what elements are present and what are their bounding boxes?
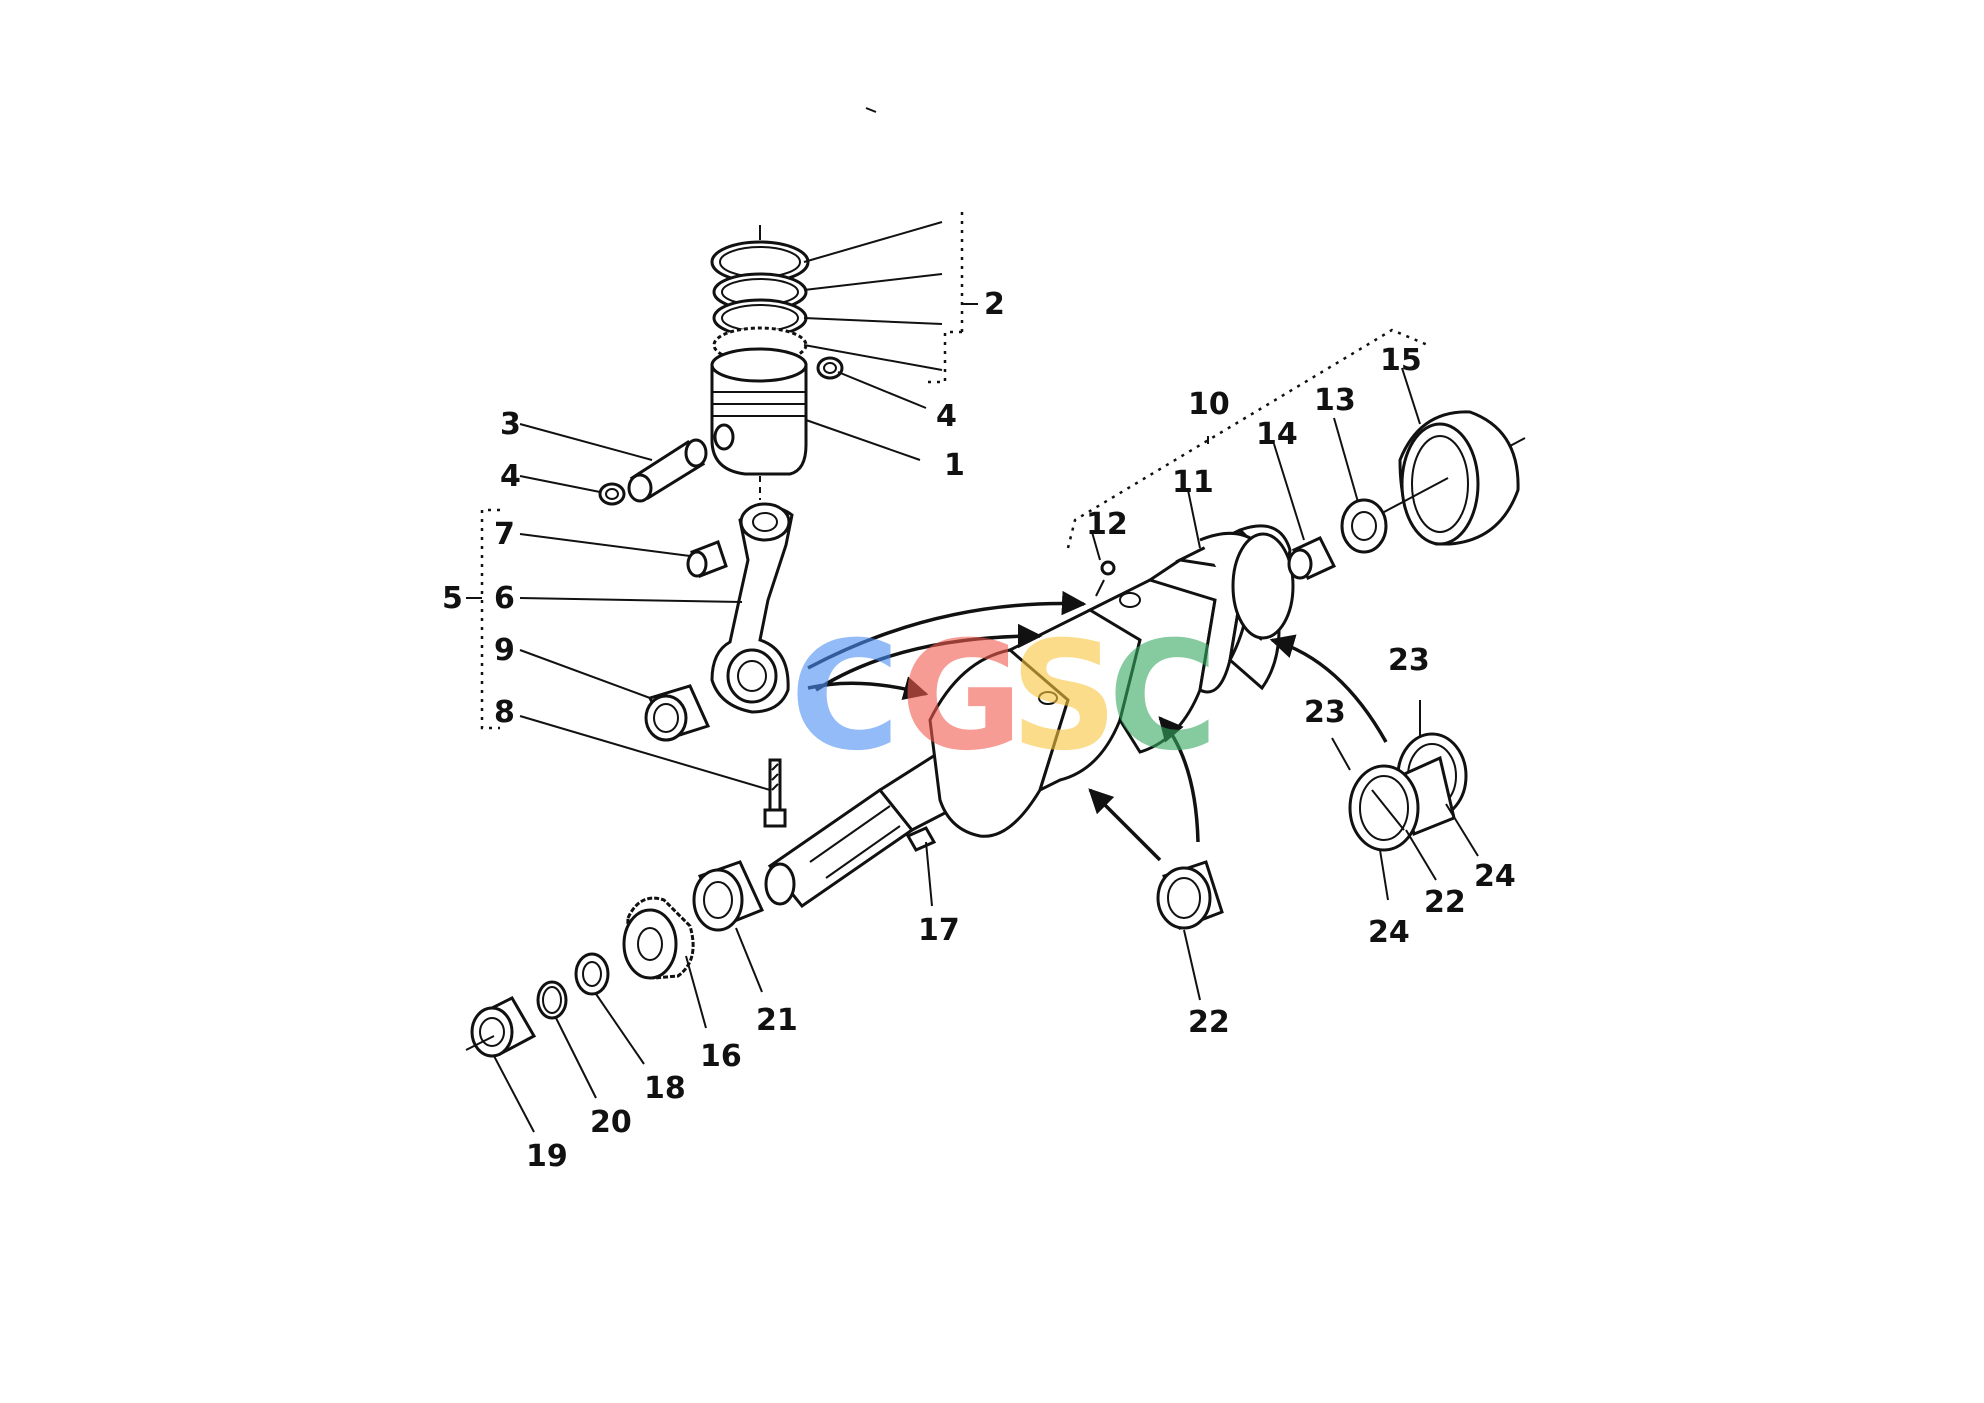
callout-2: 2 xyxy=(984,287,1005,322)
snap-ring-right xyxy=(816,356,844,380)
callout-10: 10 xyxy=(1188,387,1230,422)
crankshaft xyxy=(764,524,1295,909)
stray-mark xyxy=(865,107,877,113)
callout-24-right: 24 xyxy=(1474,859,1516,894)
callout-23-left: 23 xyxy=(1304,695,1346,730)
callout-24-left: 24 xyxy=(1368,915,1410,950)
callout-9: 9 xyxy=(494,633,515,668)
plug xyxy=(1095,560,1116,597)
piston-rings xyxy=(710,240,810,364)
rod-bolt xyxy=(763,758,787,828)
callout-11: 11 xyxy=(1172,465,1214,500)
rod-bearing xyxy=(644,684,711,742)
callout-5: 5 xyxy=(442,581,463,616)
callout-12: 12 xyxy=(1086,507,1128,542)
bracket-2 xyxy=(928,330,962,384)
callout-22-thrust: 22 xyxy=(1424,885,1466,920)
assembly-arrows xyxy=(807,590,1388,862)
snap-ring-left xyxy=(598,482,626,506)
thrust-washer xyxy=(574,952,610,996)
callout-17: 17 xyxy=(918,913,960,948)
callout-3: 3 xyxy=(500,407,521,442)
callout-14: 14 xyxy=(1256,417,1298,452)
watermark-letter-1: C xyxy=(790,610,900,784)
watermark-letter-2: G xyxy=(900,610,1023,784)
watermark-letter-3: S xyxy=(1010,610,1118,784)
crank-gear xyxy=(622,896,695,980)
front-sleeve xyxy=(465,996,537,1058)
key xyxy=(905,826,937,852)
callout-6: 6 xyxy=(494,581,515,616)
bracket-5 xyxy=(480,508,500,730)
callout-labels: 1 2 3 4 4 5 6 7 8 9 10 11 12 13 14 15 16… xyxy=(442,287,1516,1174)
callout-4-right: 4 xyxy=(936,399,957,434)
main-bearing-lower xyxy=(1156,860,1224,930)
retaining-ring xyxy=(536,980,568,1020)
callout-4-left: 4 xyxy=(500,459,521,494)
callout-23-right: 23 xyxy=(1388,643,1430,678)
front-main-bearing xyxy=(692,860,765,932)
callout-1: 1 xyxy=(944,448,965,483)
callout-21: 21 xyxy=(756,1003,798,1038)
piston xyxy=(710,347,808,476)
leader-lines xyxy=(493,221,1479,1133)
callout-16: 16 xyxy=(700,1039,742,1074)
callout-13: 13 xyxy=(1314,383,1356,418)
callout-22-lower: 22 xyxy=(1188,1005,1230,1040)
callout-8: 8 xyxy=(494,695,515,730)
thrust-bearing-assembly xyxy=(1348,732,1468,852)
dowel xyxy=(1287,536,1337,580)
crank-gear-small xyxy=(1340,498,1388,554)
callout-19: 19 xyxy=(526,1139,568,1174)
callout-18: 18 xyxy=(644,1071,686,1106)
watermark-letter-4: C xyxy=(1108,610,1218,784)
piston-pin xyxy=(627,438,708,503)
watermark-logo: C G S C xyxy=(790,610,1218,784)
connecting-rod xyxy=(710,502,794,714)
callout-20: 20 xyxy=(590,1105,632,1140)
callout-7: 7 xyxy=(494,517,515,552)
callout-15: 15 xyxy=(1380,343,1422,378)
rod-bushing xyxy=(686,540,728,578)
rear-bearing-housing xyxy=(1383,410,1526,546)
